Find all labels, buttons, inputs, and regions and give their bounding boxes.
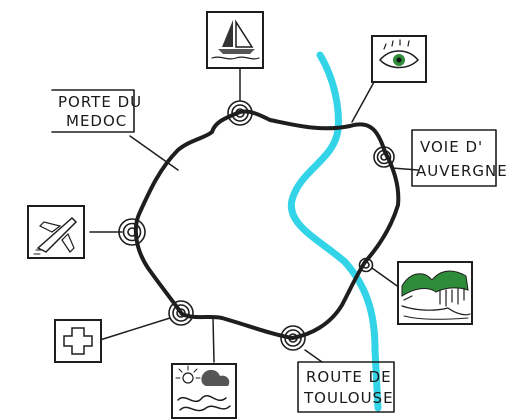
node-southeast: [358, 257, 374, 273]
label-route-line1: ROUTE DE: [306, 368, 392, 386]
connector-route: [304, 349, 323, 363]
node-south: [280, 325, 306, 351]
ring-road: [133, 109, 401, 340]
connector-lower-left: [99, 317, 171, 341]
label-voie-line2: AUVERGNE: [416, 162, 508, 180]
connector-lines: [89, 67, 419, 363]
sailboat-icon: [206, 11, 264, 69]
node-southwest: [168, 300, 194, 326]
connector-bottom: [212, 317, 215, 363]
airplane-icon: [27, 205, 85, 259]
connector-medoc: [129, 135, 179, 171]
nature-scene-icon: [171, 363, 237, 419]
eye-icon: [371, 35, 427, 83]
label-route-line2: TOULOUSE: [303, 389, 394, 407]
label-voie-line1: VOIE D': [420, 138, 483, 156]
connector-right: [391, 167, 419, 171]
node-north: [227, 100, 253, 126]
spiral-nodes: [118, 100, 395, 351]
connector-cliff: [371, 267, 401, 289]
label-porte-line1: PORTE DU: [58, 93, 142, 111]
node-east: [373, 146, 395, 168]
node-west: [118, 218, 146, 246]
connector-upper-right: [351, 81, 375, 123]
river-line: [287, 51, 382, 412]
medical-cross-icon: [54, 319, 102, 363]
label-porte-du-medoc: PORTE DU MEDOC: [51, 89, 142, 133]
label-route-toulouse: ROUTE DE TOULOUSE: [297, 361, 395, 413]
label-voie-auvergne: VOIE D' AUVERGNE: [411, 129, 508, 187]
label-porte-line2: MEDOC: [66, 112, 127, 130]
cliff-landscape-icon: [397, 261, 473, 325]
